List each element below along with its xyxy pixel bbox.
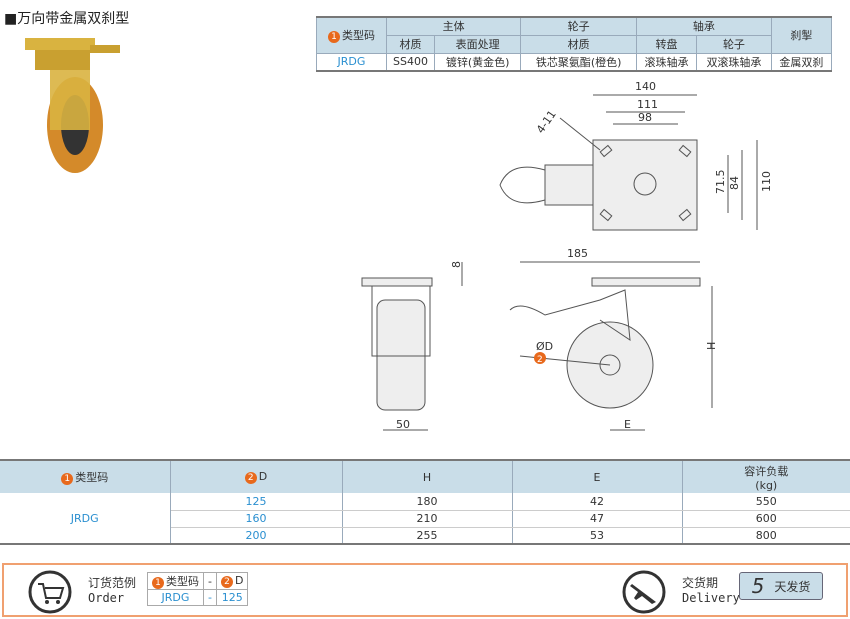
order-footer — [2, 563, 848, 617]
dimension-labels: 140 111 98 4-11 71.5 84 110 8 185 H ØD 2… — [396, 80, 773, 431]
dim-E: E — [624, 418, 631, 431]
dim-H: H — [705, 342, 718, 350]
dim-50: 50 — [396, 418, 410, 431]
caster-product-image — [25, 38, 120, 173]
dim-71-5: 71.5 — [714, 170, 727, 195]
dim-D: ØD — [536, 340, 553, 353]
dim-185: 185 — [567, 247, 588, 260]
delivery-label-en: Delivery — [682, 591, 740, 605]
order-label-en: Order — [88, 591, 125, 605]
dim-hole: 4-11 — [534, 108, 559, 136]
airplane-icon — [622, 570, 666, 614]
dim-98: 98 — [638, 111, 652, 124]
dim-110: 110 — [760, 171, 773, 192]
cart-icon — [28, 570, 72, 614]
delivery-label-cn: 交货期 — [682, 576, 719, 590]
page-title: ■万向带金属双刹型 — [4, 11, 130, 27]
dim-84: 84 — [728, 176, 741, 190]
dim-140: 140 — [635, 80, 656, 93]
technical-drawing — [361, 94, 758, 431]
svg-text:2: 2 — [537, 355, 543, 365]
order-label-cn: 订货范例 — [88, 576, 137, 590]
dim-111: 111 — [637, 98, 658, 111]
dim-8: 8 — [450, 261, 463, 268]
